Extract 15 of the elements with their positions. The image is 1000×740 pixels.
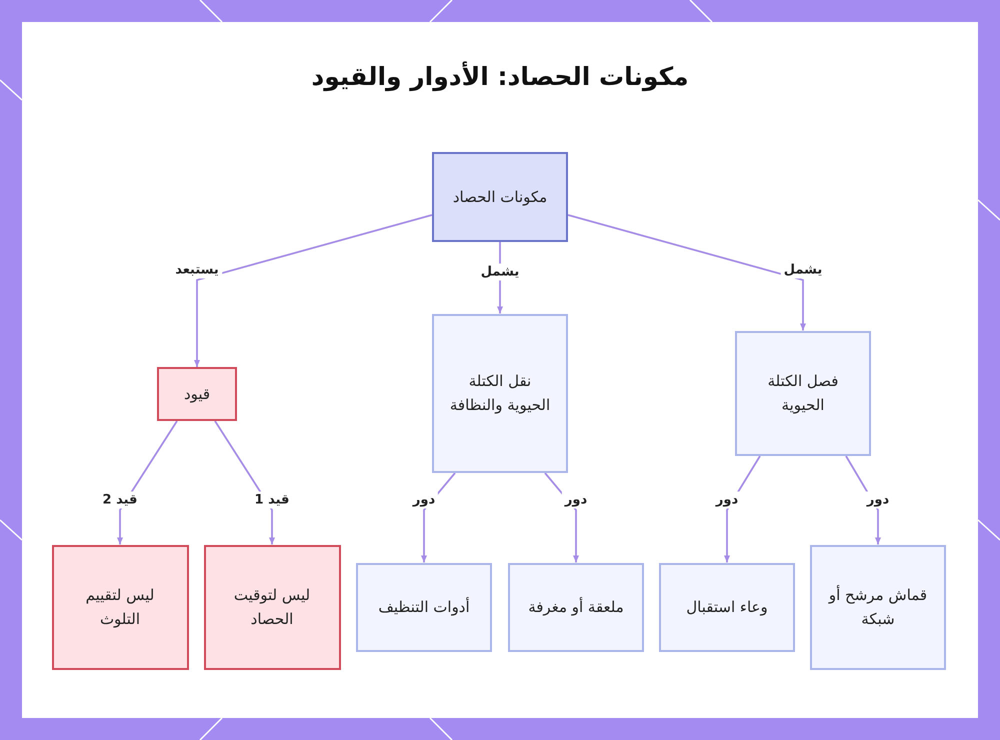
connector	[568, 214, 806, 330]
constraint-box: قيود	[157, 367, 237, 421]
component-box: فصل الكتلة الحيوية	[735, 330, 871, 456]
component-box: قماش مرشح أو شبكة	[810, 544, 946, 670]
component-box: وعاء استقبال	[659, 562, 795, 652]
connector	[194, 214, 432, 367]
root-box: مكونات الحصاد	[432, 152, 568, 242]
edge-label: دور	[410, 492, 438, 508]
constraint-box: ليس لتوقيت الحصاد	[204, 544, 340, 670]
component-box: ملعقة أو مغرفة	[508, 562, 644, 652]
component-box: أدوات التنظيف	[356, 562, 492, 652]
component-box: نقل الكتلة الحيوية والنظافة	[432, 314, 568, 472]
constraint-box: ليس لتقييم التلوث	[52, 544, 188, 670]
edge-label: دور	[712, 492, 742, 508]
title: مكونات الحصاد: الأدوار والقيود	[310, 62, 690, 91]
